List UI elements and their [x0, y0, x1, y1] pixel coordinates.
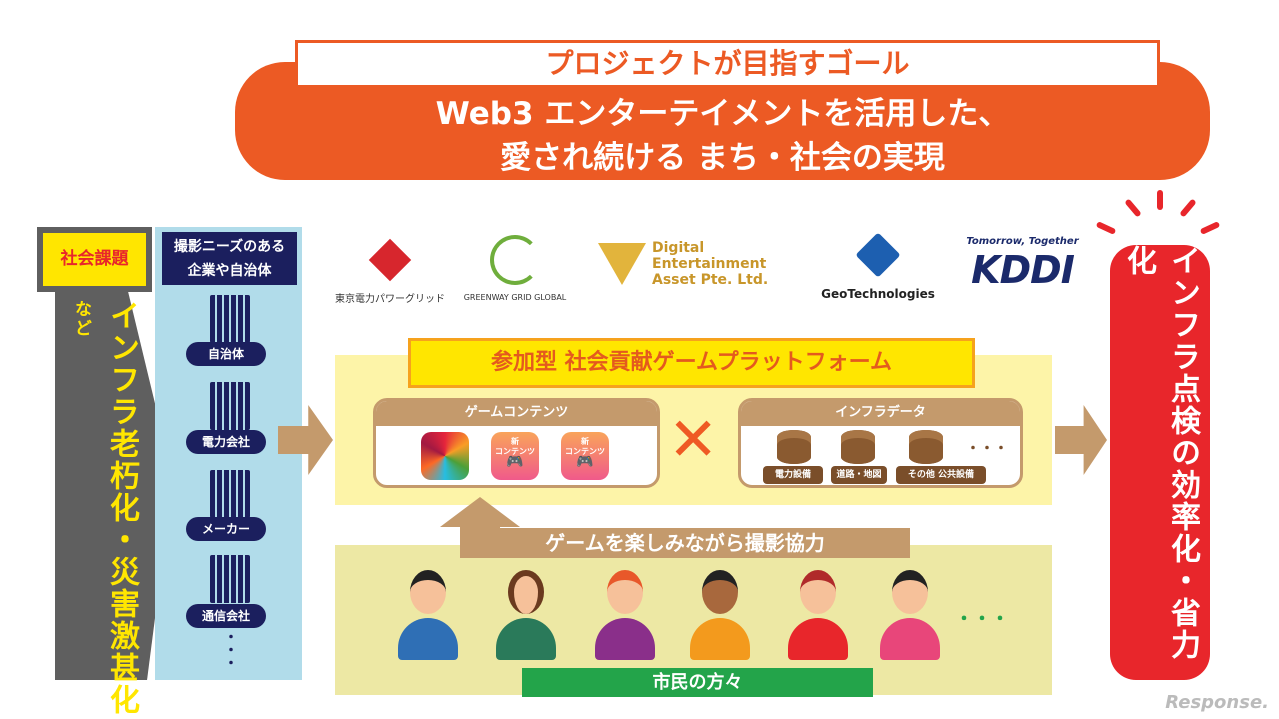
goal-title: プロジェクトが目指すゴール: [295, 40, 1160, 88]
platform-title: 参加型 社会貢献ゲームプラットフォーム: [408, 338, 975, 388]
gamepad-icon: 🎮: [506, 454, 524, 470]
game-contents-header: ゲームコンテンツ: [376, 401, 657, 426]
game-contents-card: ゲームコンテンツ 新コンテンツ🎮 新コンテンツ🎮: [373, 398, 660, 488]
new-content-app-icon: 新コンテンツ🎮: [561, 432, 609, 480]
logo-geotechnologies: GeoTechnologies: [818, 232, 938, 301]
logo-text: KDDI: [971, 248, 1075, 292]
geo-mark-icon: [855, 232, 901, 278]
new-content-app-icon: 新コンテンツ🎮: [491, 432, 539, 480]
company-item: メーカー: [186, 517, 266, 541]
infra-more: ・・・: [966, 441, 1008, 457]
result-text: インフラ点検の効率化・省力化: [1121, 245, 1200, 661]
arrow-right-icon: [1055, 405, 1107, 475]
new-label: 新: [511, 437, 519, 446]
emphasis-ray-icon: [1199, 221, 1221, 235]
citizen-avatar: [595, 570, 655, 660]
companies-header-line1: 撮影ニーズのある: [173, 239, 286, 255]
content-label: コンテンツ: [495, 447, 535, 456]
tepco-mark-icon: [368, 238, 412, 282]
companies-header-line2: 企業や自治体: [187, 263, 272, 279]
factory-icon: [210, 470, 250, 518]
infra-data-header: インフラデータ: [741, 401, 1020, 426]
infra-data-card: インフラデータ 電力設備 道路・地図 その他 公共設備 ・・・: [738, 398, 1023, 488]
issue-text-main: インフラ老朽化・災害激甚化: [104, 300, 139, 716]
companies-header: 撮影ニーズのある企業や自治体: [162, 232, 297, 285]
multiply-icon: ✕: [668, 405, 719, 475]
emphasis-ray-icon: [1179, 198, 1197, 218]
dea-mark-icon: [598, 243, 646, 285]
logo-text: Digital Entertainment Asset Pte. Ltd.: [652, 240, 769, 288]
goal-line-1: Web3 エンターテイメントを活用した、: [435, 96, 1010, 132]
infra-item: その他 公共設備: [896, 466, 986, 484]
logo-text: GeoTechnologies: [821, 287, 935, 301]
company-item: 自治体: [186, 342, 266, 366]
logo-dea: Digital Entertainment Asset Pte. Ltd.: [598, 240, 808, 288]
infra-item: 道路・地図: [831, 466, 887, 484]
companies-more: ・ ・ ・: [224, 630, 238, 672]
company-item: 電力会社: [186, 430, 266, 454]
citizen-avatar: [496, 570, 556, 660]
emphasis-ray-icon: [1095, 221, 1117, 235]
company-item: 通信会社: [186, 604, 266, 628]
citizen-avatar: [398, 570, 458, 660]
result-box: インフラ点検の効率化・省力化: [1110, 245, 1210, 680]
city-hall-icon: [210, 295, 250, 343]
citizen-avatar: [880, 570, 940, 660]
telecom-building-icon: [210, 555, 250, 603]
citizen-avatar: [788, 570, 848, 660]
office-building-icon: [210, 382, 250, 430]
issue-suffix: など: [71, 300, 91, 338]
emphasis-ray-icon: [1157, 190, 1163, 210]
watermark: Response.: [1165, 692, 1269, 713]
utility-pole-app-icon: [421, 432, 469, 480]
kddi-tagline: Tomorrow, Together: [966, 236, 1079, 247]
content-label: コンテンツ: [565, 447, 605, 456]
logo-tepco: 東京電力パワーグリッド: [330, 238, 450, 305]
citizens-label: 市民の方々: [522, 668, 873, 697]
goal-line-2: 愛され続ける まち・社会の実現: [500, 140, 945, 176]
logo-text: 東京電力パワーグリッド: [335, 294, 445, 305]
database-icon: [909, 430, 943, 464]
logo-kddi: Tomorrow, Together KDDI: [960, 236, 1085, 293]
emphasis-ray-icon: [1124, 198, 1142, 218]
citizen-avatar: [690, 570, 750, 660]
issue-text: インフラ老朽化・災害激甚化 など: [64, 300, 143, 719]
goal-text: Web3 エンターテイメントを活用した、 愛され続ける まち・社会の実現: [235, 92, 1210, 180]
new-label: 新: [581, 437, 589, 446]
greenway-mark-icon: [490, 235, 540, 285]
cooperation-label: ゲームを楽しみながら撮影協力: [460, 528, 910, 558]
logo-greenway: GREENWAY GRID GLOBAL: [460, 235, 570, 302]
issue-header: 社会課題: [37, 227, 152, 292]
logo-text: GREENWAY GRID GLOBAL: [463, 293, 567, 302]
database-icon: [777, 430, 811, 464]
database-icon: [841, 430, 875, 464]
citizens-more: ・・・: [955, 609, 1009, 630]
infra-item: 電力設備: [763, 466, 823, 484]
issue-header-label: 社会課題: [43, 233, 146, 286]
gamepad-icon: 🎮: [576, 454, 594, 470]
